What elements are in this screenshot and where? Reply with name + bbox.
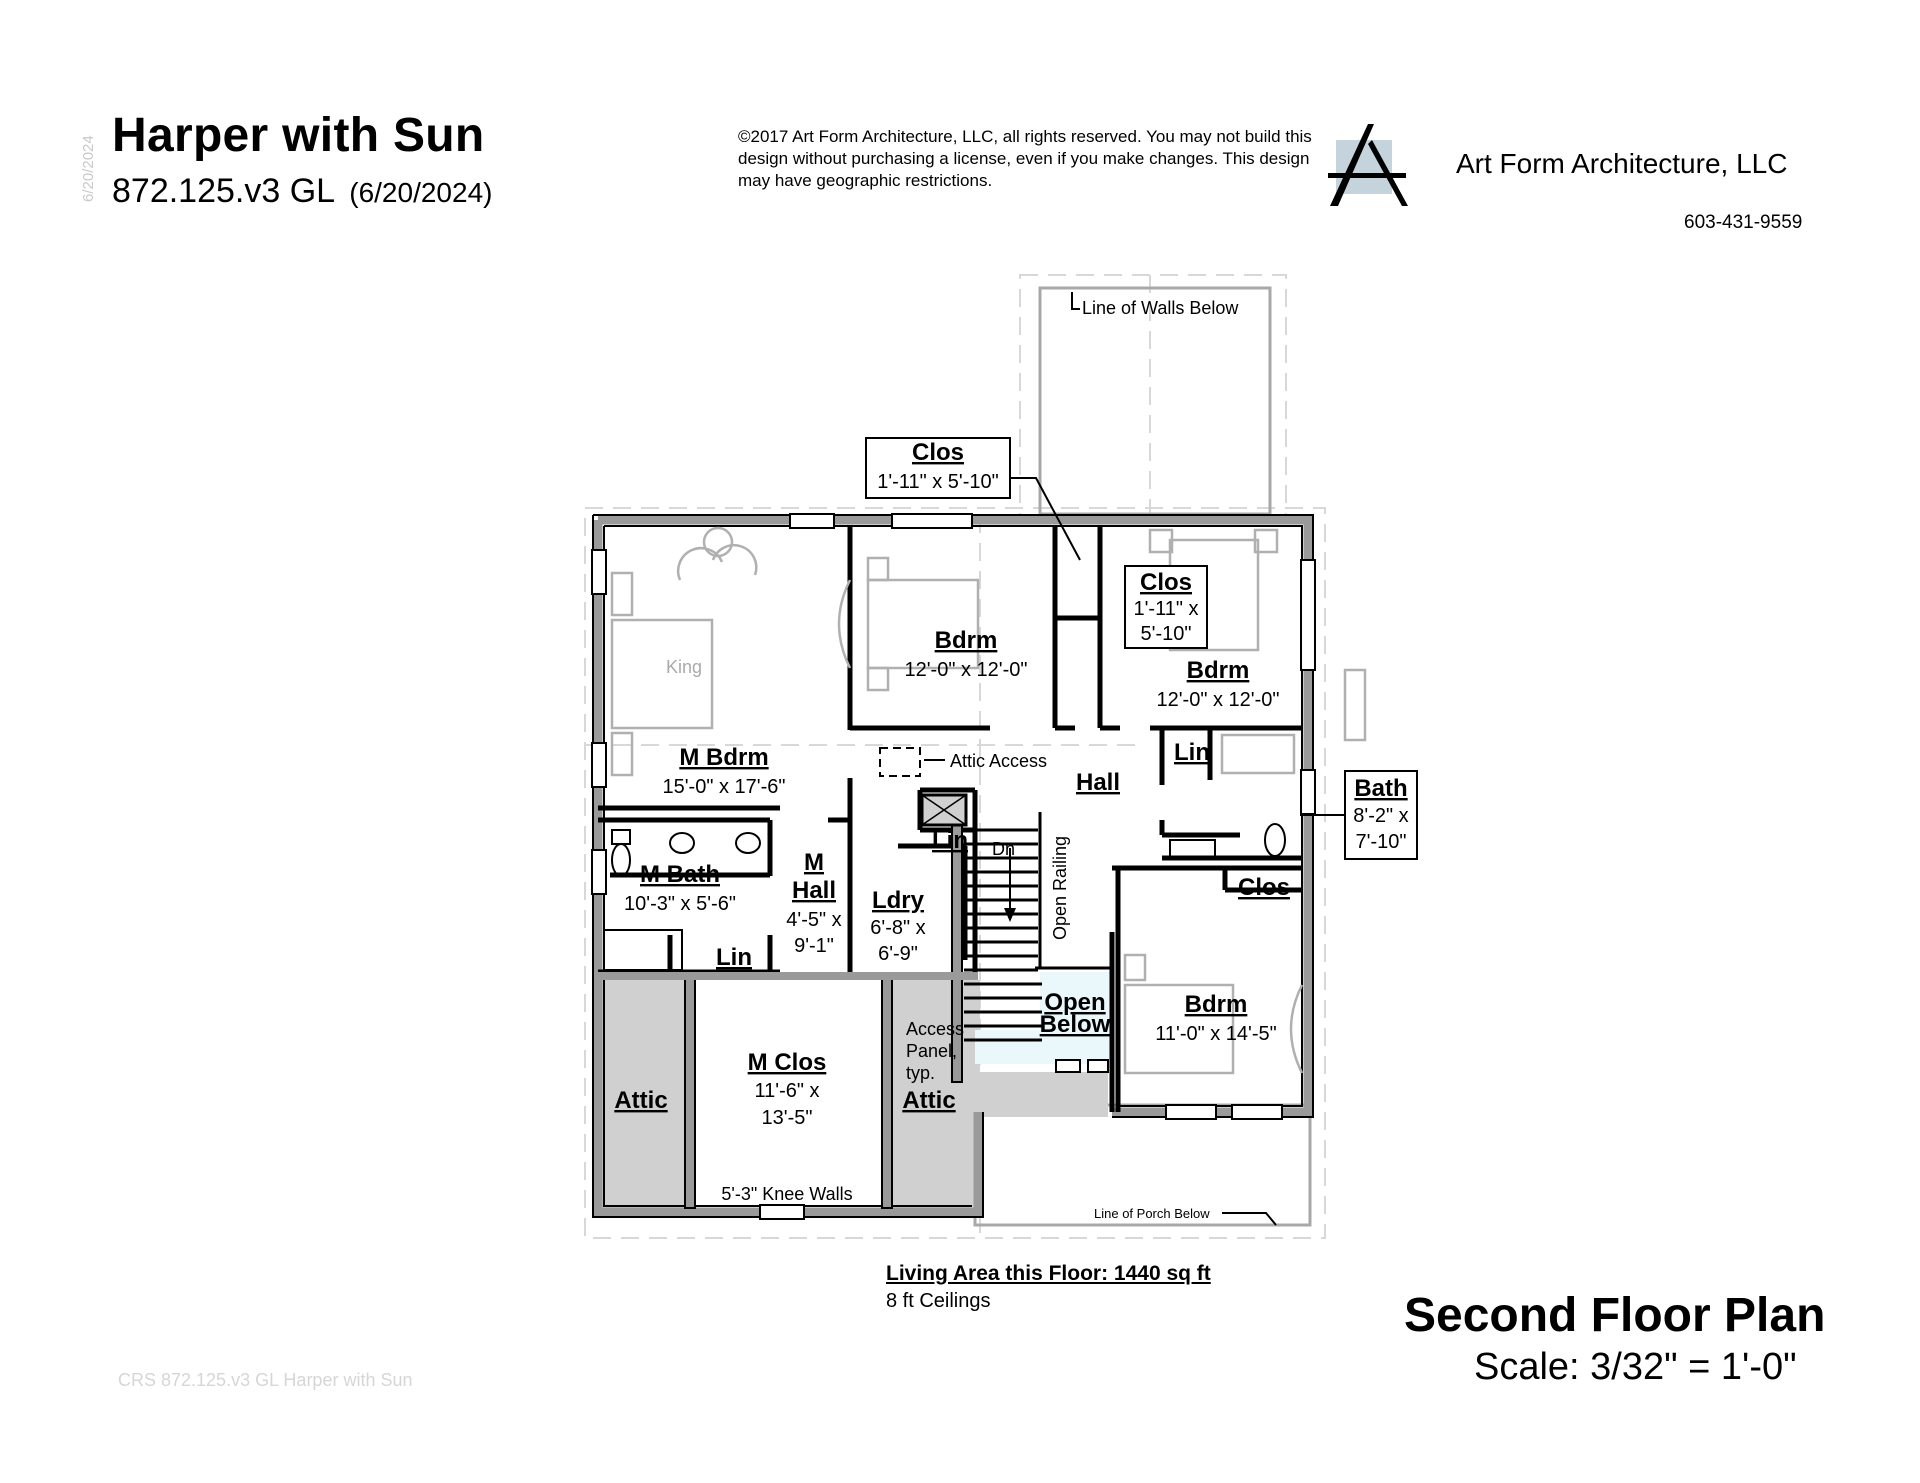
- open-below-fill: [1040, 972, 1112, 1064]
- a-frame-logo-icon: [1328, 124, 1408, 206]
- stair-arrow-head: [1004, 908, 1016, 922]
- note-dn: Dn: [992, 839, 1015, 859]
- callout-dims-clos-top: 1'-11" x 5'-10": [877, 471, 999, 493]
- note-access-panel-3: typ.: [906, 1063, 935, 1083]
- ceiling-height: 8 ft Ceilings: [886, 1290, 991, 1312]
- callout-label-clos-top: Clos: [912, 439, 964, 466]
- room-label-m-bath: M Bath: [640, 861, 720, 888]
- note-walls-arrow: [1071, 292, 1080, 310]
- room-dims-ldry-2: 6'-9": [878, 943, 918, 965]
- windows: [591, 513, 1316, 1220]
- room-label-lin-ldry: Lin: [932, 827, 968, 854]
- room-label-hall: Hall: [1076, 769, 1120, 796]
- sheet-title: Second Floor Plan: [1404, 1289, 1826, 1342]
- room-label-attic-right: Attic: [902, 1087, 955, 1114]
- room-label-ldry: Ldry: [872, 887, 925, 914]
- attic-access-hatch: [879, 747, 921, 777]
- room-label-m-hall-2: Hall: [792, 877, 836, 904]
- room-dims-m-bath: 10'-3" x 5'-6": [624, 893, 736, 915]
- callout-box-clos-right: [1124, 565, 1208, 649]
- knee-wall-right: [881, 977, 893, 1209]
- room-dims-bdrm-front-left: 12'-0" x 12'-0": [904, 659, 1027, 681]
- attic-strip-fill: [978, 1072, 1108, 1117]
- note-attic-access: Attic Access: [950, 751, 1047, 771]
- knee-wall-left: [684, 977, 696, 1209]
- room-label-m-bdrm: M Bdrm: [679, 744, 768, 771]
- room-label-open-below-1: Open: [1044, 989, 1105, 1016]
- callout-dims-bath-1: 8'-2" x: [1353, 805, 1408, 827]
- room-dims-bdrm-front-right: 12'-0" x 12'-0": [1156, 689, 1279, 711]
- attic-left-fill: [598, 980, 690, 1210]
- plan-code: 872.125.v3 GL: [112, 172, 334, 210]
- callout-dims-clos-right-1: 1'-11" x: [1133, 598, 1198, 620]
- note-knee-walls: 5'-3" Knee Walls: [721, 1184, 852, 1204]
- room-label-bdrm-front-left: Bdrm: [935, 627, 998, 654]
- attic-right-fill: [888, 980, 980, 1210]
- room-label-m-clos: M Clos: [748, 1049, 827, 1076]
- note-line-walls-below: Line of Walls Below: [1082, 298, 1239, 318]
- callout-box-clos-top: [865, 437, 1011, 499]
- furniture: [603, 526, 1367, 1075]
- line-of-walls-below: [1038, 286, 1272, 516]
- room-label-bdrm-rear: Bdrm: [1185, 991, 1248, 1018]
- room-dims-ldry-1: 6'-8" x: [870, 917, 925, 939]
- note-line-porch-below: Line of Porch Below: [1094, 1206, 1210, 1221]
- callout-box-bath: [1344, 770, 1418, 860]
- logo-crossbar: [1328, 173, 1406, 178]
- room-label-lin-mbath: Lin: [716, 944, 752, 971]
- room-label-attic-left: Attic: [614, 1087, 667, 1114]
- company-name: Art Form Architecture, LLC: [1456, 148, 1788, 179]
- room-dims-m-clos-2: 13'-5": [762, 1107, 813, 1129]
- callout-dims-clos-right-2: 5'-10": [1141, 623, 1192, 645]
- callout-leader-clos-top: [1010, 477, 1081, 561]
- room-label-open-below-2: Below: [1040, 1011, 1111, 1038]
- room-dims-bdrm-rear: 11'-0" x 14'-5": [1155, 1023, 1277, 1045]
- room-dims-m-hall-1: 4'-5" x: [786, 909, 841, 931]
- footer-watermark: CRS 872.125.v3 GL Harper with Sun: [118, 1370, 413, 1390]
- room-dims-m-bdrm: 15'-0" x 17'-6": [662, 776, 785, 798]
- living-area: Living Area this Floor: 1440 sq ft: [886, 1262, 1211, 1285]
- king-bed-label: King: [666, 657, 702, 677]
- plan-subtitle: 872.125.v3 GL (6/20/2024): [112, 172, 492, 211]
- room-label-bdrm-front-right: Bdrm: [1187, 657, 1250, 684]
- sheet-scale: Scale: 3/32" = 1'-0": [1474, 1346, 1797, 1388]
- plan-date: (6/20/2024): [349, 177, 493, 208]
- open-below-fill-stair: [975, 1030, 1045, 1064]
- room-label-clos-rear: Clos: [1238, 874, 1290, 901]
- note-open-railing: Open Railing: [1050, 836, 1070, 940]
- company-phone: 603-431-9559: [1684, 212, 1803, 233]
- callout-label-bath: Bath: [1354, 775, 1407, 802]
- room-label-lin-bath: Lin: [1174, 739, 1210, 766]
- note-porch-arrow: [1222, 1212, 1277, 1226]
- room-label-m-hall-1: M: [804, 849, 824, 876]
- room-dims-m-hall-2: 9'-1": [794, 935, 834, 957]
- chase-x-2: [921, 794, 967, 826]
- attic-top-wall: [598, 972, 978, 980]
- room-dims-m-clos-1: 11'-6" x: [754, 1080, 819, 1102]
- logo-left-stroke: [1330, 124, 1374, 206]
- plan-title: Harper with Sun: [112, 109, 485, 162]
- note-access-panel-1: Access: [906, 1019, 964, 1039]
- callout-dims-bath-2: 7'-10": [1356, 831, 1407, 853]
- copyright-notice: ©2017 Art Form Architecture, LLC, all ri…: [738, 127, 1312, 190]
- note-access-panel-2: Panel,: [906, 1041, 957, 1061]
- callout-label-clos-right: Clos: [1140, 569, 1192, 596]
- stair-treads: [964, 828, 1042, 1042]
